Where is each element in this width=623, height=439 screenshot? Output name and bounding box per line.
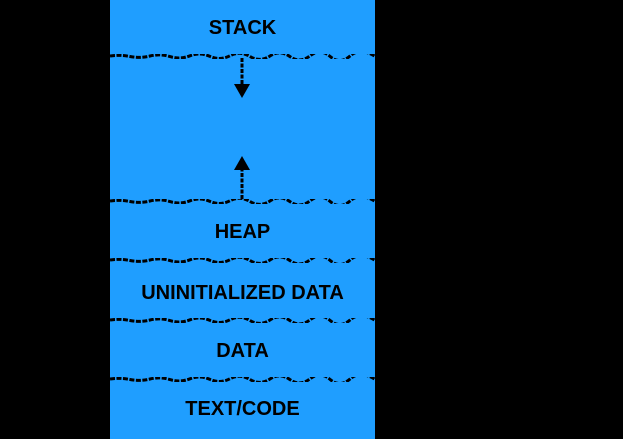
heap-top-divider bbox=[110, 199, 375, 204]
uninitialized-data-label: UNINITIALIZED DATA bbox=[141, 282, 344, 304]
text-code-label: TEXT/CODE bbox=[185, 398, 300, 420]
memory-layout-column: STACK HEAP UNINITIALIZED DATA DATA TEXT/… bbox=[110, 0, 375, 439]
heap-bottom-divider bbox=[110, 258, 375, 263]
stack-divider bbox=[110, 54, 375, 59]
stack-label: STACK bbox=[208, 17, 277, 39]
data-label: DATA bbox=[216, 340, 269, 362]
heap-label: HEAP bbox=[214, 221, 271, 243]
uninitialized-data-divider bbox=[110, 318, 375, 323]
data-divider bbox=[110, 377, 375, 382]
